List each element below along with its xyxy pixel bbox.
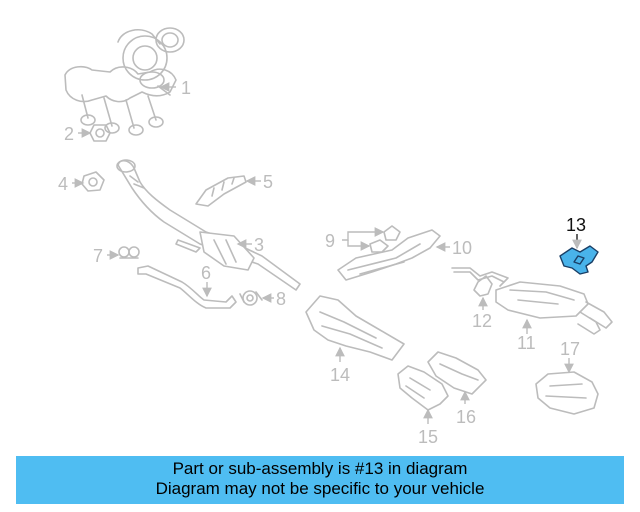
part-10-heat-shield xyxy=(337,229,441,281)
callout-7: 7 xyxy=(93,246,103,266)
part-3-catalytic-converter xyxy=(116,159,301,291)
part-14-heat-shield xyxy=(305,295,405,361)
exhaust-parts-diagram: 1 2 4 3 5 7 6 xyxy=(58,27,613,447)
part-8-clamp xyxy=(239,290,263,306)
callout-16: 16 xyxy=(456,407,476,427)
part-9-hanger xyxy=(369,225,401,253)
callout-10: 10 xyxy=(452,238,472,258)
part-1-turbo-manifold xyxy=(64,27,185,136)
callout-9: 9 xyxy=(325,231,335,251)
part-5-heat-shield xyxy=(195,175,247,207)
part-16-heat-shield xyxy=(427,351,487,395)
banner-line-2: Diagram may not be specific to your vehi… xyxy=(155,479,485,498)
callout-4: 4 xyxy=(58,174,68,194)
callout-2: 2 xyxy=(64,124,74,144)
part-6-intermediate-pipe xyxy=(137,265,237,309)
callout-17: 17 xyxy=(560,339,580,359)
callout-3: 3 xyxy=(254,235,264,255)
part-13-bracket-highlighted xyxy=(559,245,599,275)
callout-15: 15 xyxy=(418,427,438,447)
part-4-gasket xyxy=(81,171,105,192)
part-12-hanger xyxy=(473,275,493,297)
callout-13: 13 xyxy=(566,215,586,235)
part-7-clamp xyxy=(118,246,140,259)
part-15-heat-shield xyxy=(397,365,449,411)
info-banner: Part or sub-assembly is #13 in diagram D… xyxy=(16,456,624,504)
callout-1: 1 xyxy=(181,78,191,98)
part-11-rear-muffler xyxy=(451,267,613,335)
part-17-heat-shield xyxy=(535,371,599,415)
part-2-gasket xyxy=(89,124,111,142)
callout-5: 5 xyxy=(263,172,273,192)
callout-6: 6 xyxy=(201,263,211,283)
banner-line-1: Part or sub-assembly is #13 in diagram xyxy=(172,459,468,478)
callout-8: 8 xyxy=(276,289,286,309)
callout-11: 11 xyxy=(517,333,536,353)
callout-12: 12 xyxy=(472,311,492,331)
callout-14: 14 xyxy=(330,365,350,385)
